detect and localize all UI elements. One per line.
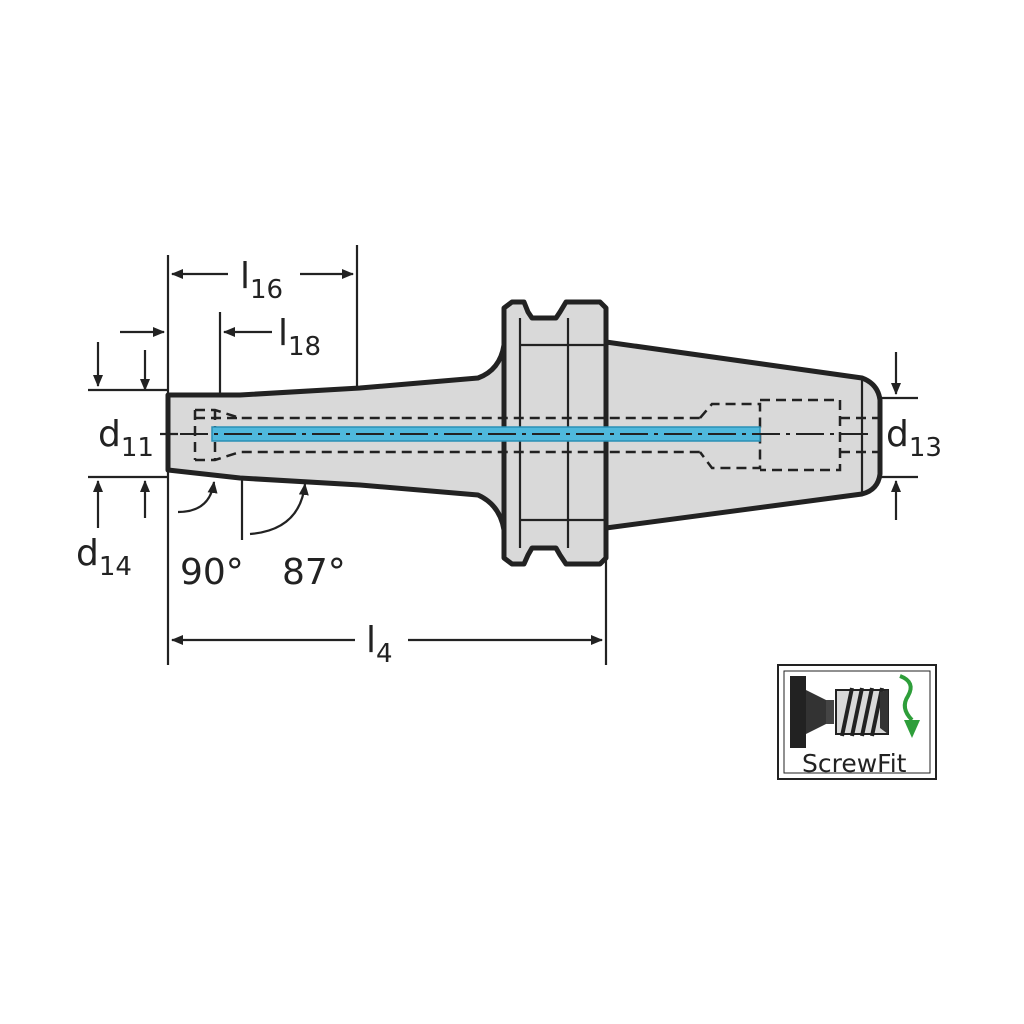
dimension-l16 bbox=[166, 245, 359, 395]
screwfit-icon bbox=[790, 674, 920, 748]
label-l18: l18 bbox=[278, 313, 321, 362]
screwfit-text: ScrewFit bbox=[802, 749, 907, 778]
label-angle-90: 90° bbox=[180, 552, 244, 593]
dimension-d13 bbox=[880, 352, 918, 520]
label-l16: l16 bbox=[240, 256, 283, 305]
label-l4: l4 bbox=[366, 620, 393, 669]
label-d13: d13 bbox=[886, 414, 942, 463]
dimension-d11 bbox=[88, 342, 178, 528]
screwfit-logo: ScrewFit bbox=[777, 664, 937, 780]
dimension-l18 bbox=[120, 312, 272, 395]
label-d14: d14 bbox=[76, 533, 132, 582]
label-angle-87: 87° bbox=[282, 552, 346, 593]
angle-markers bbox=[177, 478, 309, 540]
label-d11: d11 bbox=[98, 414, 154, 463]
dimension-l4 bbox=[166, 470, 608, 665]
